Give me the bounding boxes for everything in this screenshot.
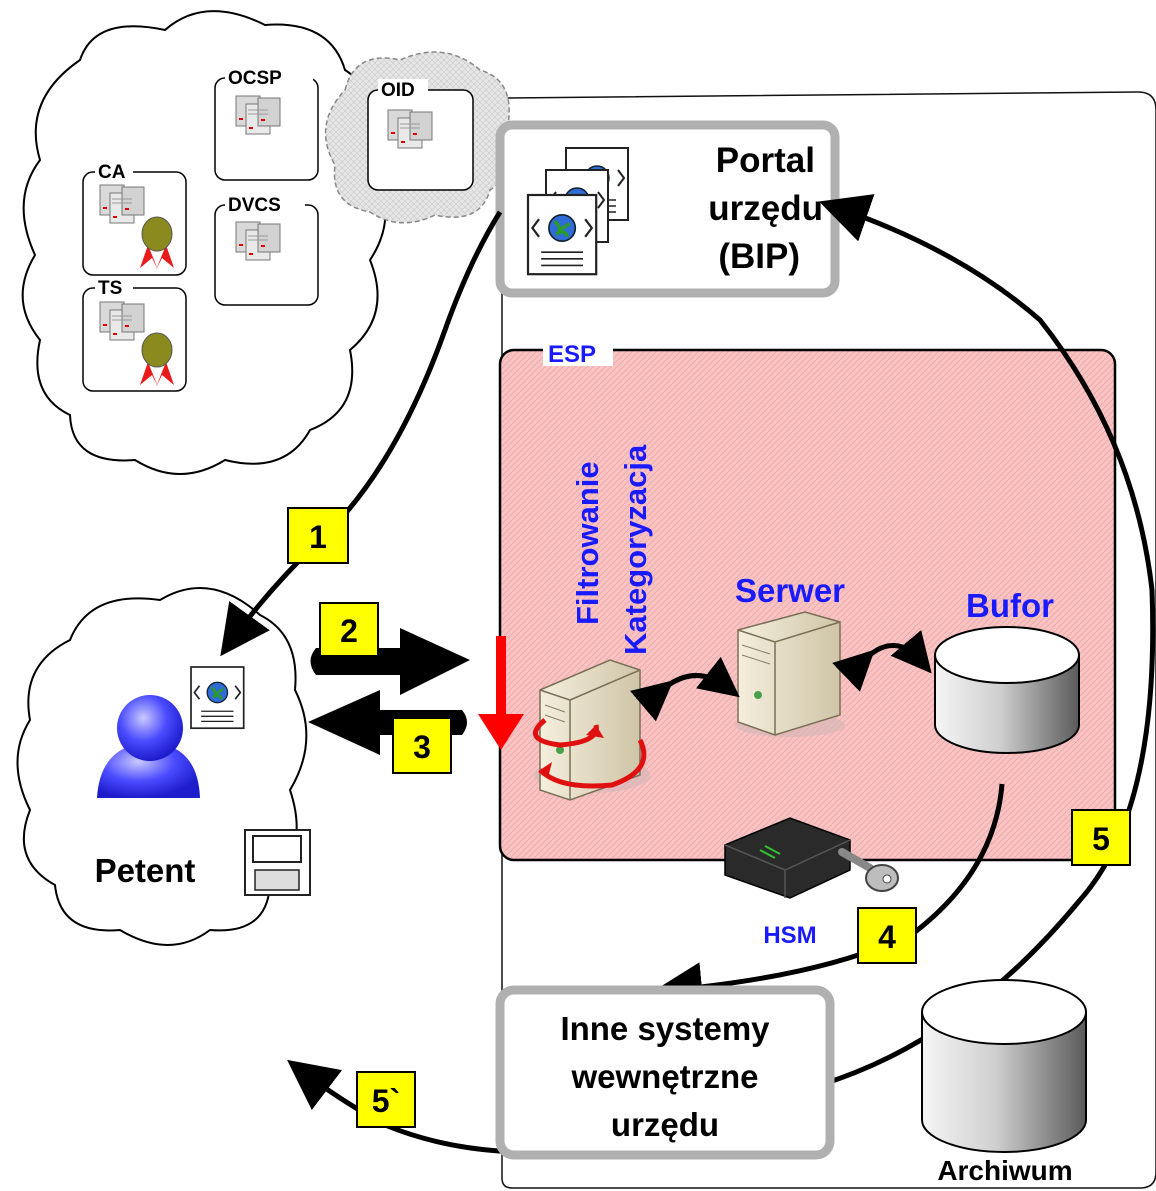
esp-region: ESP Filtrowanie Kategoryzacja Serwer [498,338,1117,862]
floppy-disk-icon [244,829,311,896]
internal-systems-box: Inne systemy wewnętrzne urzędu [495,985,835,1160]
ca-label: CA [98,162,126,183]
dvcs-label: DVCS [228,195,281,216]
ca-server-box: CA [82,161,187,276]
filter-label-line1: Filtrowanie [570,461,605,625]
main-server-icon [735,611,845,737]
dvcs-server-box: DVCS [214,194,319,306]
portal-box: Portal urzędu (BIP) [495,120,840,298]
petent-person-icon [97,695,200,798]
server-buffer-link [832,629,932,692]
archive-label: Archiwum [937,1155,1072,1186]
filter-rotate-arrow-icon [532,718,647,789]
step3-arrow [308,690,467,755]
trust-services-cloud [21,10,387,475]
svg-text:5: 5 [1092,821,1110,857]
internal-systems-line3: urzędu [611,1106,719,1143]
ts-certificate-seal-icon [140,332,174,387]
portal-title-line2: urzędu [708,189,823,228]
oid-server-box: OID [367,79,474,191]
esp-label: ESP [548,341,596,368]
internal-systems-line2: wewnętrzne [570,1058,758,1095]
svg-text:3: 3 [413,729,431,765]
ts-server-box: TS [82,277,187,392]
svg-text:4: 4 [878,919,896,955]
portal-title-line3: (BIP) [718,237,800,276]
petent-label: Petent [95,852,196,889]
archive-disk-icon [921,979,1087,1153]
step2-arrow [310,628,470,695]
hsm-device-icon [724,817,851,899]
ca-certificate-seal-icon [140,216,174,270]
server-label: Serwer [735,572,845,609]
filter-label-line2: Kategoryzacja [618,444,653,655]
step1-badge: 1 [287,507,349,564]
oid-label: OID [381,80,415,101]
buffer-disk-icon [934,626,1080,754]
ocsp-label: OCSP [228,68,282,89]
portal-title-line1: Portal [716,141,815,180]
step5-badge: 5 [1071,809,1131,866]
hsm-label: HSM [763,922,816,949]
red-down-arrow [478,636,524,750]
svg-text:1: 1 [309,519,327,555]
ocsp-server-box: OCSP [214,67,319,181]
step3-badge: 3 [392,717,452,774]
internal-systems-line1: Inne systemy [560,1010,770,1047]
step2-badge: 2 [319,602,379,657]
ts-label: TS [98,278,122,299]
svg-text:2: 2 [340,613,358,649]
petent-document-icon [189,665,245,730]
hsm-key-icon [838,848,899,892]
buffer-label: Bufor [966,587,1054,624]
filter-server-link [629,656,740,722]
svg-text:5`: 5` [372,1083,400,1119]
step1-arrow [220,210,503,657]
step4-badge: 4 [857,907,917,964]
step5b-badge: 5` [356,1071,416,1128]
